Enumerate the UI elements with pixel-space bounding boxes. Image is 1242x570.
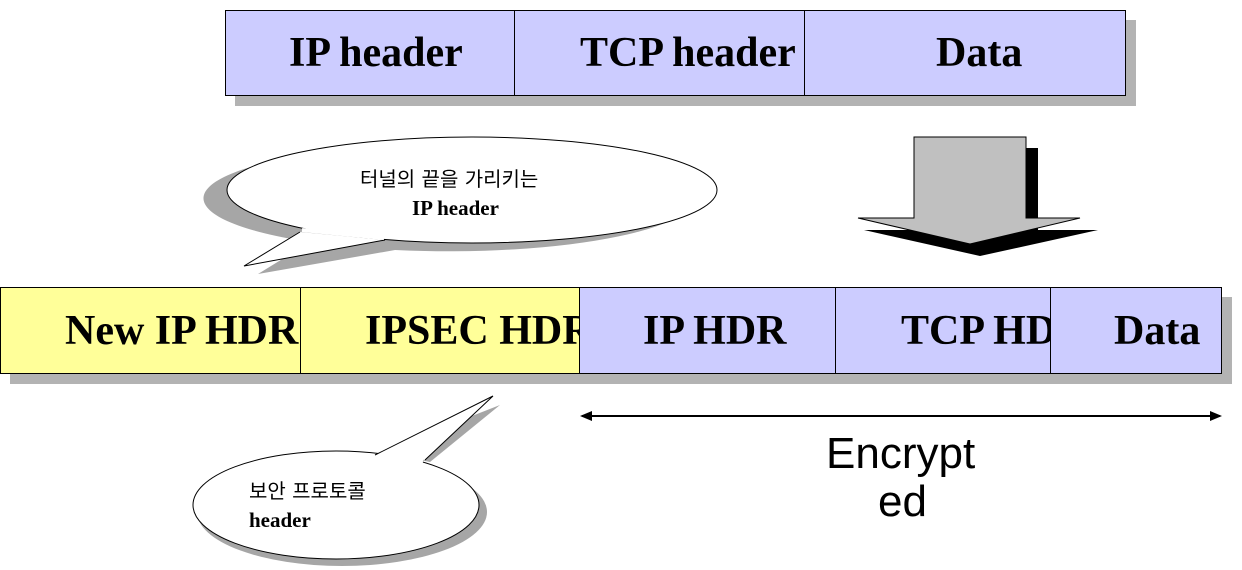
inner-data-label: Data bbox=[1114, 307, 1201, 354]
data-label: Data bbox=[936, 30, 1023, 76]
tcp-hdr-block: TCP HDR bbox=[835, 287, 1051, 374]
ipsec-hdr-block: IPSEC HDR bbox=[300, 287, 580, 374]
tunnel-bubble-shape bbox=[226, 136, 718, 267]
tcp-header-block: TCP header bbox=[514, 10, 805, 96]
ipsec-hdr-label: IPSEC HDR bbox=[365, 307, 580, 354]
new-ip-hdr-label: New IP HDR bbox=[65, 307, 299, 354]
encrypted-label-line1: Encrypt bbox=[826, 429, 976, 478]
down-arrow-icon bbox=[857, 136, 1081, 245]
encrypted-label-line2: ed bbox=[878, 477, 927, 527]
inner-data-block: Data bbox=[1050, 287, 1222, 374]
tunnel-bubble-text: 터널의 끝을 가리키는 IP header bbox=[360, 163, 660, 221]
tcp-hdr-label: TCP HDR bbox=[901, 307, 1050, 354]
tcp-header-label: TCP header bbox=[580, 30, 796, 76]
tunnel-bubble-line2: IP header bbox=[412, 196, 499, 220]
security-bubble-text: 보안 프로토콜 header bbox=[249, 475, 449, 533]
data-block: Data bbox=[804, 10, 1126, 96]
security-bubble-line2: header bbox=[249, 508, 311, 532]
encrypted-label: Encrypt ed bbox=[826, 429, 976, 527]
security-bubble-line1: 보안 프로토콜 bbox=[249, 479, 366, 503]
ip-header-block: IP header bbox=[225, 10, 515, 96]
security-bubble-shape bbox=[192, 395, 494, 560]
new-ip-hdr-block: New IP HDR bbox=[0, 287, 301, 374]
ip-hdr-block: IP HDR bbox=[579, 287, 836, 374]
tunnel-bubble-line1: 터널의 끝을 가리키는 bbox=[360, 167, 539, 191]
encrypted-range-arrow bbox=[580, 411, 1222, 421]
ip-header-label: IP header bbox=[289, 30, 463, 76]
ip-hdr-label: IP HDR bbox=[643, 307, 787, 354]
